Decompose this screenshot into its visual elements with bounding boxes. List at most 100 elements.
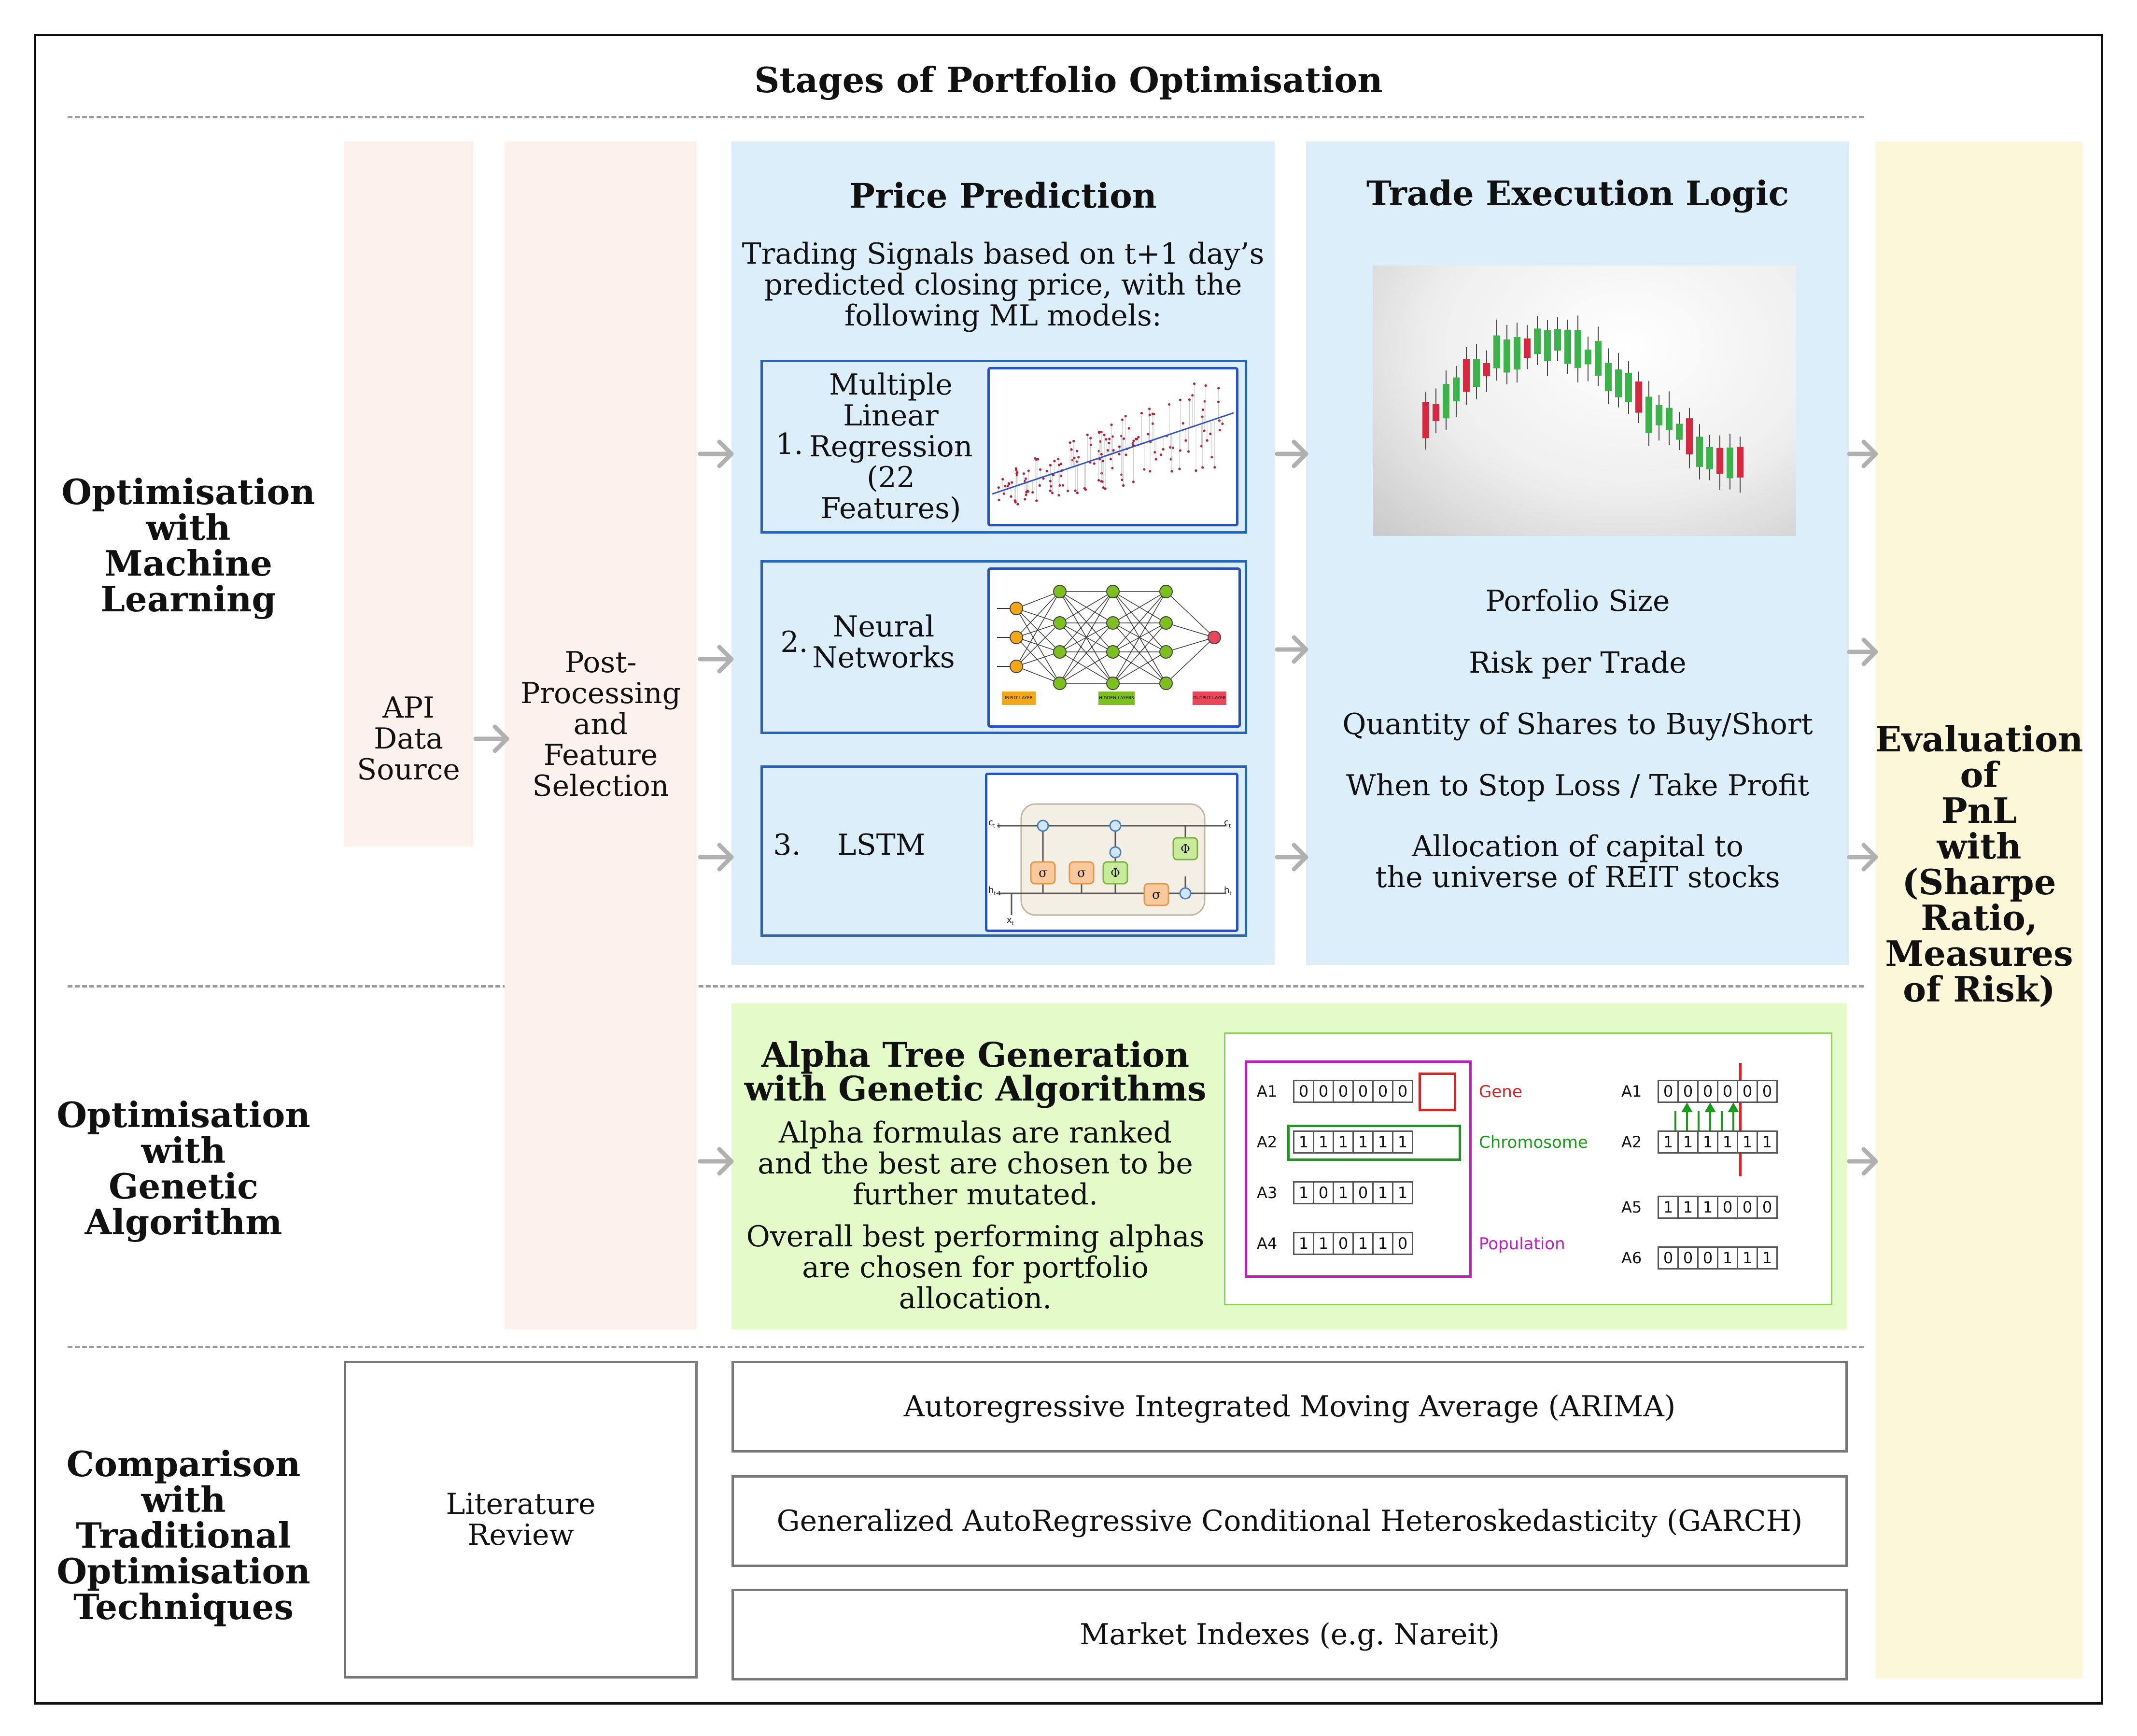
gene-cell: 0: [1313, 1080, 1334, 1103]
nn-node: [1053, 585, 1067, 598]
candle-body: [1645, 396, 1652, 433]
arrow-to-alpha-tree: [698, 1147, 734, 1176]
scatter-point: [1074, 489, 1077, 492]
alpha-tree-title: Alpha Tree Generation with Genetic Algor…: [744, 1035, 1207, 1109]
scatter-point: [1057, 458, 1060, 461]
gene-cell: 1: [1677, 1130, 1699, 1154]
nn-connection: [1166, 637, 1215, 652]
gene-cell: 0: [1737, 1196, 1758, 1219]
nn-connection: [1059, 622, 1113, 684]
lstm-x-label: xt: [1007, 915, 1014, 927]
candle-body: [1575, 330, 1581, 368]
scatter-point: [1049, 480, 1052, 482]
scatter-point: [1203, 429, 1206, 432]
scatter-point: [1191, 394, 1194, 397]
scatter-point: [1105, 438, 1108, 441]
scatter-point: [1073, 456, 1076, 459]
scatter-point: [1077, 456, 1080, 459]
candlestick-chart-image: [1373, 266, 1796, 536]
scatter-point: [1148, 408, 1151, 410]
scatter-point: [1053, 460, 1056, 463]
scatter-point: [1093, 462, 1096, 465]
nn-connection: [1016, 591, 1060, 609]
scatter-point: [1218, 428, 1222, 432]
nn-connection: [1059, 651, 1113, 684]
scatter-point: [1201, 466, 1204, 469]
scatter-point: [1149, 470, 1152, 473]
scatter-point: [1099, 440, 1102, 443]
scatter-point: [1089, 443, 1092, 446]
scatter-point: [1135, 438, 1138, 440]
arrow-alpha-to-evaluation: [1847, 1147, 1878, 1176]
diagram-title: Stages of Portfolio Optimisation: [754, 59, 1383, 100]
chromosome-highlight: [1287, 1125, 1461, 1161]
scatter-point: [1098, 431, 1101, 434]
scatter-point: [1132, 439, 1135, 442]
scatter-point: [1035, 499, 1038, 502]
nn-node: [1053, 645, 1067, 659]
trade-item-quantity: Quantity of Shares to Buy/Short: [1342, 707, 1813, 741]
scatter-point: [1100, 452, 1103, 456]
arrow-nn-to-trade: [1275, 635, 1308, 664]
candle-body: [1635, 381, 1642, 413]
gene-cell: 1: [1352, 1232, 1374, 1255]
gene-cell: 0: [1757, 1080, 1778, 1103]
nn-node: [1159, 616, 1173, 630]
scatter-point: [1051, 492, 1054, 494]
scatter-point: [1016, 471, 1019, 474]
chromosome-label: Chromosome: [1479, 1133, 1588, 1152]
lstm-h-prev-label: ht-1: [988, 885, 1001, 897]
scatter-point: [998, 498, 1000, 502]
scatter-point: [1015, 468, 1018, 472]
arrow-api-to-postprocessing: [473, 724, 509, 753]
gene-cell: 1: [1697, 1130, 1718, 1154]
candle-body: [1585, 349, 1591, 365]
nn-hidden-layers-label: HIDDEN LAYERS: [1098, 692, 1135, 705]
nn-connection: [1016, 591, 1060, 638]
scatter-point: [1007, 482, 1011, 485]
nn-connection: [1016, 622, 1060, 667]
candle-body: [1656, 405, 1662, 425]
candle-body: [1504, 339, 1510, 373]
nn-connection: [1112, 591, 1167, 652]
candle-body: [1433, 404, 1439, 422]
trade-item-stop-loss: When to Stop Loss / Take Profit: [1346, 769, 1809, 803]
nn-node: [1053, 677, 1067, 690]
scatter-point: [1083, 487, 1086, 490]
nn-connection: [1112, 591, 1167, 623]
scatter-point: [1209, 432, 1212, 436]
gene-cell: 1: [1392, 1181, 1413, 1204]
candle-body: [1422, 402, 1429, 438]
scatter-point: [1112, 449, 1115, 452]
nn-node: [1010, 660, 1023, 673]
nn-output-layer-label: OUTPUT LAYER: [1193, 692, 1226, 705]
candle-body: [1534, 328, 1541, 354]
nn-node: [1010, 602, 1023, 615]
nn-connection: [1016, 622, 1060, 638]
nn-connection: [1112, 651, 1167, 684]
scatter-point: [1154, 458, 1157, 461]
scatter-point: [1127, 427, 1130, 430]
scatter-point: [1122, 484, 1125, 487]
nn-connection: [1112, 622, 1167, 684]
literature-review-box: Literature Review: [344, 1361, 698, 1679]
scatter-point: [1025, 494, 1027, 496]
gene-cell: 1: [1737, 1246, 1758, 1270]
nn-input-layer-label: INPUT LAYER: [1002, 692, 1036, 705]
trade-item-portfolio-size: Porfolio Size: [1485, 584, 1670, 618]
arrow-to-regression: [698, 439, 734, 468]
candle-body: [1524, 338, 1531, 358]
scatter-point: [1024, 498, 1026, 501]
candle-body: [1727, 447, 1733, 479]
nn-connection: [1166, 622, 1215, 638]
candle-body: [1453, 377, 1460, 402]
gene-label: Gene: [1479, 1082, 1522, 1101]
scatter-point: [1049, 489, 1052, 492]
evaluation-label: Evaluation of PnL with (Sharpe Ratio, Me…: [1875, 719, 2083, 1010]
method-arima: Autoregressive Integrated Moving Average…: [731, 1361, 1848, 1453]
